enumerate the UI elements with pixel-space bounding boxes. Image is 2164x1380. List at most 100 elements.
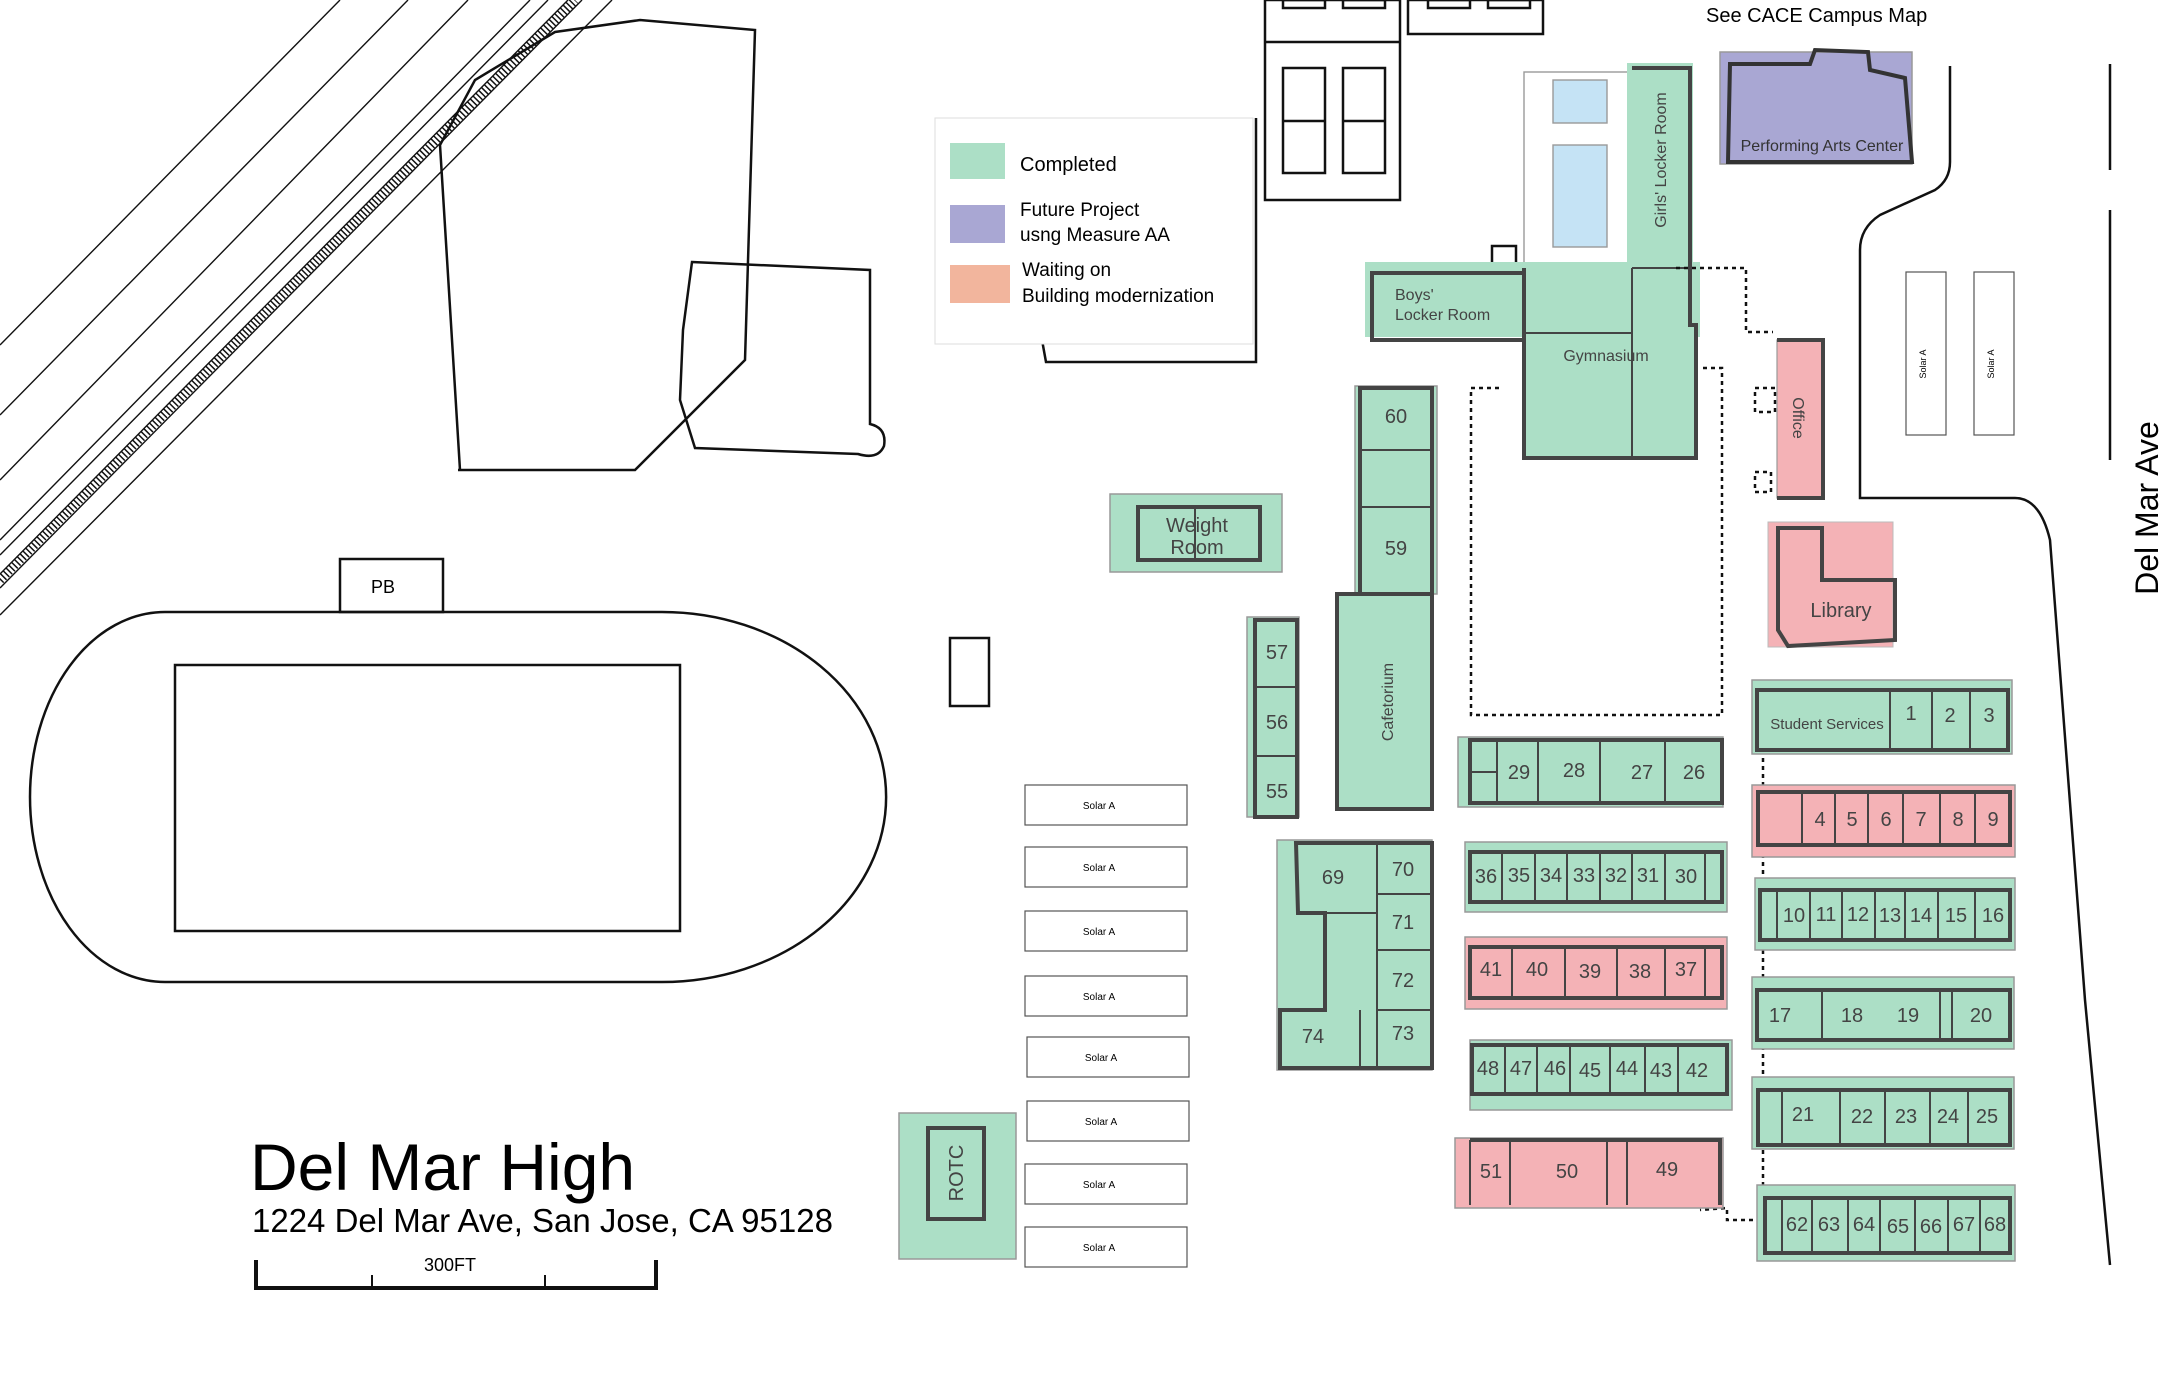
solar-label-5: Solar A <box>1085 1053 1118 1064</box>
solar-label-3: Solar A <box>1083 927 1116 938</box>
rotc-building: ROTC <box>898 1112 1017 1260</box>
room-8: 8 <box>1952 809 1963 831</box>
solar-label-8: Solar A <box>1083 1243 1116 1254</box>
title-block: Del Mar High 1224 Del Mar Ave, San Jose,… <box>250 1130 833 1239</box>
legend-completed-label: Completed <box>1020 154 1117 176</box>
room-40: 40 <box>1526 959 1548 981</box>
room-19: 19 <box>1897 1005 1919 1027</box>
building-10-16: 10 11 12 13 14 15 16 <box>1754 877 2016 951</box>
street-solar-panels: Solar A Solar A <box>1905 271 2015 436</box>
room-2: 2 <box>1944 705 1955 727</box>
solar-label-7: Solar A <box>1083 1180 1116 1191</box>
room-73: 73 <box>1392 1023 1414 1045</box>
field-solar-panels: Solar A Solar A Solar A Solar A Solar A … <box>1024 784 1190 1268</box>
room-57: 57 <box>1266 642 1288 664</box>
room-37: 37 <box>1675 959 1697 981</box>
cace-campus-note: See CACE Campus Map <box>1706 5 1927 27</box>
pool-area <box>1490 71 1633 268</box>
room-38: 38 <box>1629 961 1651 983</box>
running-track <box>28 610 888 984</box>
room-13: 13 <box>1879 905 1901 927</box>
room-12: 12 <box>1847 904 1869 926</box>
room-48: 48 <box>1477 1058 1499 1080</box>
building-30-36: 36 35 34 33 32 31 30 <box>1464 841 1728 913</box>
room-31: 31 <box>1637 865 1659 887</box>
room-39: 39 <box>1579 961 1601 983</box>
room-60: 60 <box>1385 406 1407 428</box>
room-56: 56 <box>1266 712 1288 734</box>
room-63: 63 <box>1818 1214 1840 1236</box>
room-46: 46 <box>1544 1058 1566 1080</box>
cafetorium-label: Cafetorium <box>1380 663 1397 741</box>
solar-label-street-1: Solar A <box>1918 349 1928 378</box>
pb-building: PB <box>338 557 445 614</box>
office-label: Office <box>1789 397 1806 439</box>
legend-waiting-label-2: Building modernization <box>1022 286 1214 307</box>
room-36: 36 <box>1475 866 1497 888</box>
building-37-41: 41 40 39 38 37 <box>1464 936 1728 1010</box>
building-17-20: 17 18 19 20 <box>1751 976 2015 1050</box>
room-11: 11 <box>1816 904 1837 926</box>
legend: Completed Future Project usng Measure AA… <box>934 117 1254 345</box>
baseball-field <box>438 18 886 472</box>
room-51: 51 <box>1480 1161 1502 1183</box>
room-67: 67 <box>1953 1214 1975 1236</box>
room-15: 15 <box>1945 905 1967 927</box>
room-70: 70 <box>1392 859 1414 881</box>
room-4: 4 <box>1814 809 1825 831</box>
room-17: 17 <box>1769 1005 1791 1027</box>
room-23: 23 <box>1895 1106 1917 1128</box>
room-47: 47 <box>1510 1058 1532 1080</box>
room-49: 49 <box>1656 1159 1678 1181</box>
room-50: 50 <box>1556 1161 1578 1183</box>
building-69-74: 69 70 71 72 73 74 <box>1276 839 1434 1071</box>
cafetorium-building: Cafetorium <box>1335 592 1434 811</box>
library-building: Library <box>1767 521 1897 649</box>
dashed-paths <box>1469 266 1777 1222</box>
gymnasium-label: Gymnasium <box>1563 348 1648 365</box>
room-21: 21 <box>1792 1104 1814 1126</box>
solar-label-street-2: Solar A <box>1986 349 1996 378</box>
street-name: Del Mar Ave <box>2129 421 2164 595</box>
room-74: 74 <box>1302 1026 1324 1048</box>
building-62-68: 62 63 64 65 66 67 68 <box>1756 1184 2016 1262</box>
room-30: 30 <box>1675 866 1697 888</box>
building-60-59: 60 59 <box>1354 385 1438 596</box>
solar-label-6: Solar A <box>1085 1117 1118 1128</box>
office-building: Office <box>1776 338 1825 500</box>
room-66: 66 <box>1920 1216 1942 1238</box>
solar-label-1: Solar A <box>1083 801 1116 812</box>
room-71: 71 <box>1392 912 1414 934</box>
weight-room-building: Weight Room <box>1109 493 1283 573</box>
room-22: 22 <box>1851 1106 1873 1128</box>
scale-bar: 300FT <box>254 1255 658 1290</box>
room-42: 42 <box>1686 1060 1708 1082</box>
weight-room-label-1: Weight <box>1166 515 1228 537</box>
room-18: 18 <box>1841 1005 1863 1027</box>
solar-label-4: Solar A <box>1083 992 1116 1003</box>
room-24: 24 <box>1937 1106 1959 1128</box>
student-services-label: Student Services <box>1770 716 1883 733</box>
room-7: 7 <box>1915 809 1926 831</box>
street: Del Mar Ave <box>1858 64 2164 1266</box>
building-21-25: 21 22 23 24 25 <box>1751 1076 2015 1150</box>
scale-label: 300FT <box>424 1255 476 1275</box>
room-33: 33 <box>1573 865 1595 887</box>
legend-waiting-swatch <box>950 265 1010 303</box>
girls-locker-label: Girls' Locker Room <box>1653 92 1670 228</box>
room-35: 35 <box>1508 865 1530 887</box>
room-10: 10 <box>1783 905 1805 927</box>
room-62: 62 <box>1786 1214 1808 1236</box>
room-41: 41 <box>1480 959 1502 981</box>
boys-locker-label-1: Boys' <box>1395 287 1434 304</box>
library-label: Library <box>1810 600 1871 622</box>
building-26-29: 29 28 27 26 <box>1457 736 1724 808</box>
room-6: 6 <box>1880 809 1891 831</box>
room-44: 44 <box>1616 1058 1638 1080</box>
room-3: 3 <box>1983 705 1994 727</box>
room-68: 68 <box>1984 1214 2006 1236</box>
building-55-57: 57 56 55 <box>1246 616 1300 819</box>
legend-completed-swatch <box>950 143 1005 179</box>
room-26: 26 <box>1683 762 1705 784</box>
weight-room-label-2: Room <box>1170 537 1223 559</box>
